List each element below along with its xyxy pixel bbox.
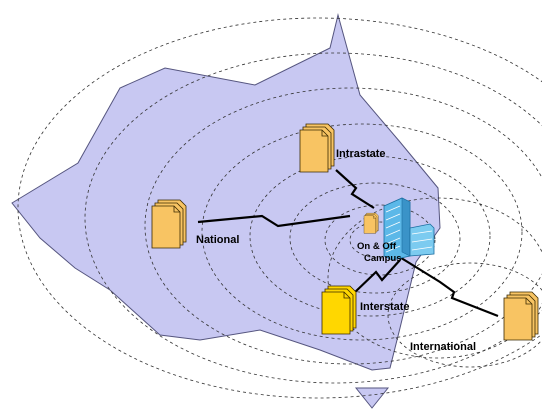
office-building-icon: [383, 197, 435, 261]
range-ring: [249, 155, 491, 317]
intrastate-label: Intrastate: [336, 148, 386, 160]
range-ring: [289, 182, 461, 294]
lightning-link-icon: [397, 255, 499, 318]
interstate-document-stack-icon: [321, 285, 357, 335]
australia-landmass: [11, 13, 441, 371]
range-ring: [144, 87, 542, 365]
tasmania-landmass: [354, 387, 390, 409]
lightning-link-icon: [335, 169, 375, 209]
international-range-ring: [387, 262, 542, 368]
campus-label-line2: Campus: [364, 253, 401, 264]
lightning-link-icon: [197, 214, 351, 228]
national-document-stack-icon: [151, 199, 187, 249]
international-document-stack-icon: [503, 291, 539, 341]
range-rings: [17, 17, 542, 399]
interstate-label: Interstate: [360, 301, 410, 313]
national-label: National: [196, 234, 239, 246]
campus-label-line1: On & Off: [357, 241, 397, 252]
communication-links: [197, 169, 499, 318]
campus-document-icon: [363, 212, 379, 234]
international-label: International: [410, 341, 476, 353]
range-ring: [201, 123, 523, 341]
range-ring: [324, 204, 436, 276]
lightning-link-icon: [352, 259, 401, 295]
intrastate-document-stack-icon: [299, 123, 335, 173]
